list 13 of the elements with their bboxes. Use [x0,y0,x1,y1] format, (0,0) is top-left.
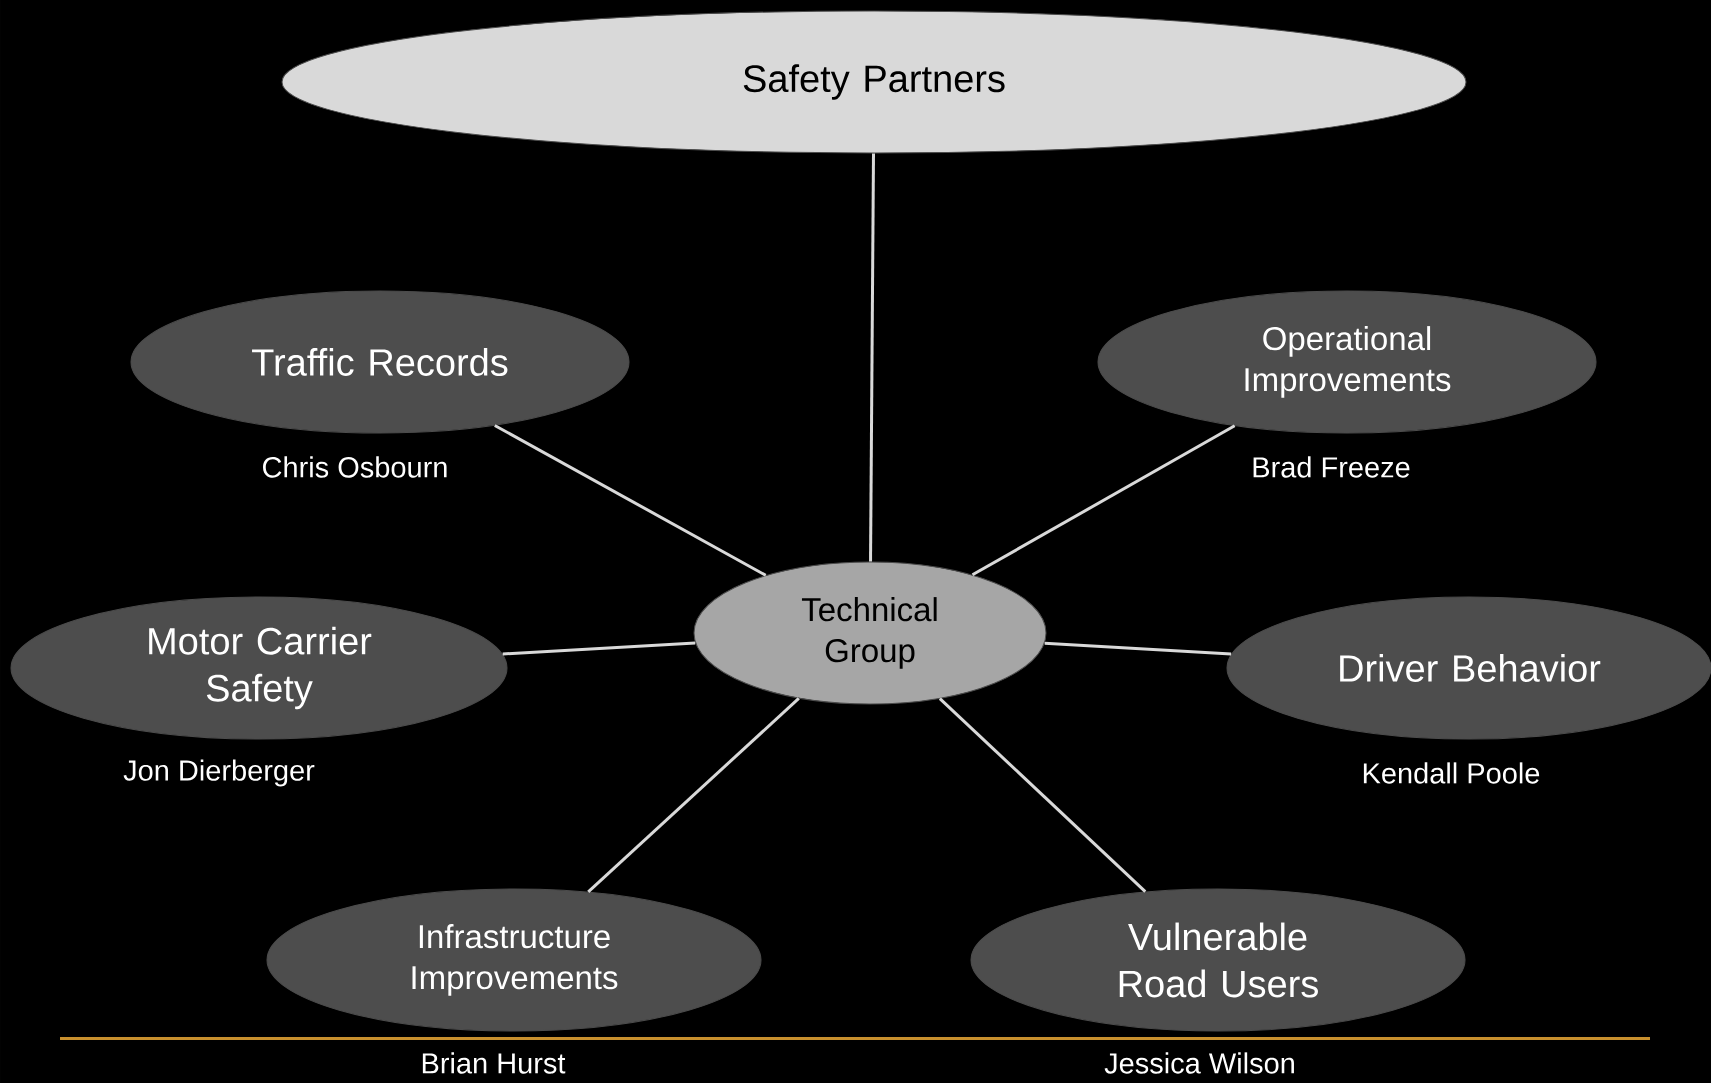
person-name: Chris Osbourn [263,456,447,478]
connector-line [971,424,1236,577]
person-name: Jessica Wilson [1104,1052,1294,1074]
connector-line [502,641,696,656]
connector-line [587,697,800,893]
person-name: Brian Hurst [422,1052,566,1074]
person-name: Kendall Poole [1363,762,1540,784]
connector-line [869,153,875,562]
connector-line [494,424,767,577]
connector-line [938,697,1147,893]
person-name: Jon Dierberger [123,759,315,787]
connector-line [1044,641,1232,656]
person-name: Brad Freeze [1253,456,1410,478]
